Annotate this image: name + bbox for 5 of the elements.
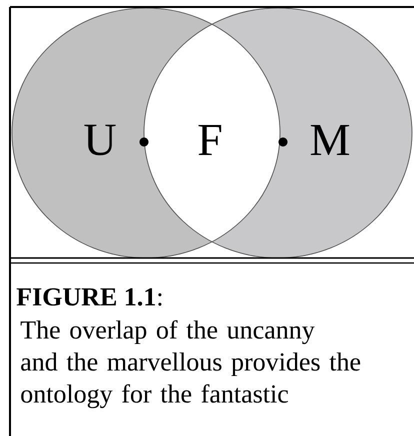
region-letter: M (310, 124, 350, 156)
region-letter: F (198, 124, 222, 156)
region-letter: U (84, 124, 116, 156)
figure-number: FIGURE 1.1: (16, 288, 162, 306)
caption: The overlap of the uncanny and the marvellous provides the ontology for the fantastic (20, 320, 360, 408)
